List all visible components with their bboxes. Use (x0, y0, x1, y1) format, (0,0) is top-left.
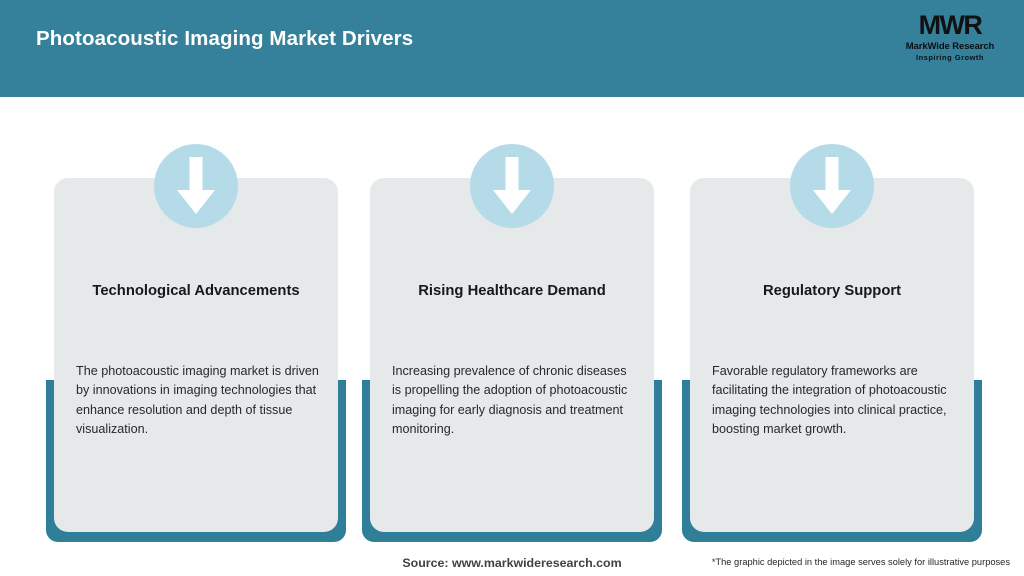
card-description: Favorable regulatory frameworks are faci… (712, 364, 947, 437)
page-title: Photoacoustic Imaging Market Drivers (36, 27, 414, 50)
card-icon-badge (154, 144, 238, 228)
brand-logo: MWR MarkWide Research Inspiring Growth (894, 10, 1006, 66)
driver-card-3: Regulatory Support Favorable regulatory … (682, 144, 982, 544)
logo-company-name: MarkWide Research (905, 41, 995, 52)
down-arrow-icon (177, 157, 215, 214)
header-bar: Photoacoustic Imaging Market Drivers MWR… (0, 0, 1024, 97)
driver-card-1: Technological Advancements The photoacou… (46, 144, 346, 544)
down-arrow-icon (813, 157, 851, 214)
card-panel[interactable]: Regulatory Support Favorable regulatory … (690, 178, 974, 532)
source-label: Source: www.markwideresearch.com (402, 556, 622, 570)
card-description: Increasing prevalence of chronic disease… (392, 364, 628, 437)
logo-monogram-icon: MWR (918, 10, 983, 40)
card-icon-badge (790, 144, 874, 228)
card-panel[interactable]: Technological Advancements The photoacou… (54, 178, 338, 532)
card-title: Regulatory Support (762, 283, 902, 299)
card-description: The photoacoustic imaging market is driv… (76, 364, 319, 437)
card-title: Rising Healthcare Demand (418, 283, 606, 299)
driver-card-2: Rising Healthcare Demand Increasing prev… (362, 144, 662, 544)
logo-tagline: Inspiring Growth (916, 53, 984, 62)
down-arrow-icon (493, 157, 531, 214)
card-icon-badge (470, 144, 554, 228)
disclaimer-note: *The graphic depicted in the image serve… (711, 557, 1010, 567)
card-panel[interactable]: Rising Healthcare Demand Increasing prev… (370, 178, 654, 532)
card-title: Technological Advancements (92, 283, 300, 299)
